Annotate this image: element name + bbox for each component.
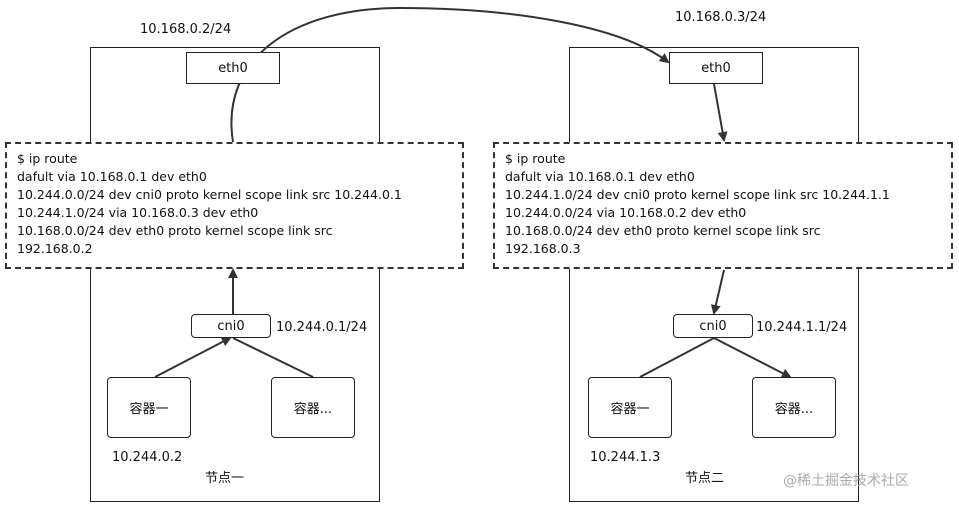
route-line: 10.168.0.0/24 dev eth0 proto kernel scop… <box>17 223 333 238</box>
route-line: 10.244.1.0/24 via 10.168.0.3 dev eth0 <box>17 205 259 220</box>
node1-container-b: 容器... <box>271 377 355 438</box>
node1-cni0-ip: 10.244.0.1/24 <box>276 320 368 335</box>
node1-eth0: eth0 <box>186 52 280 84</box>
node2-container-b: 容器... <box>752 377 836 438</box>
route-line: 10.244.0.0/24 via 10.168.0.2 dev eth0 <box>505 205 747 220</box>
node2-container-a-link <box>639 337 715 378</box>
node2-route-table: $ ip route dafult via 10.168.0.1 dev eth… <box>493 142 953 269</box>
watermark: @稀土掘金技术社区 <box>783 473 909 489</box>
route-line: $ ip route <box>17 151 78 166</box>
route-line: dafult via 10.168.0.1 dev eth0 <box>505 169 695 184</box>
node1-container-b-link <box>232 337 314 378</box>
node1-cni0: cni0 <box>191 314 271 338</box>
route-line: 10.244.0.0/24 dev cni0 proto kernel scop… <box>17 187 402 202</box>
node2-cni0-ip: 10.244.1.1/24 <box>756 320 848 335</box>
route-line: 192.168.0.2 <box>17 241 93 256</box>
node2-eth0-down-link <box>713 83 728 142</box>
node1-container-a-ip: 10.244.0.2 <box>112 450 183 465</box>
route-line: $ ip route <box>505 151 566 166</box>
route-line: 192.168.0.3 <box>505 241 581 256</box>
node2-route-to-cni0-link <box>710 269 725 315</box>
node1-name: 节点一 <box>205 471 245 486</box>
node1-container-a-link <box>154 337 232 378</box>
node2-name: 节点二 <box>685 471 725 486</box>
route-line: 10.168.0.0/24 dev eth0 proto kernel scop… <box>505 223 821 238</box>
node2-container-b-link <box>713 337 792 378</box>
node1-host-ip: 10.168.0.2/24 <box>140 22 232 37</box>
cross-node-arc <box>230 6 670 143</box>
route-line: dafult via 10.168.0.1 dev eth0 <box>17 169 207 184</box>
node2-container-a: 容器一 <box>588 377 672 438</box>
node2-cni0: cni0 <box>673 314 753 338</box>
node2-container-a-ip: 10.244.1.3 <box>590 450 661 465</box>
node1-container-a: 容器一 <box>107 377 191 438</box>
node2-host-ip: 10.168.0.3/24 <box>675 10 767 25</box>
node2-eth0: eth0 <box>669 52 763 84</box>
route-line: 10.244.1.0/24 dev cni0 proto kernel scop… <box>505 187 890 202</box>
